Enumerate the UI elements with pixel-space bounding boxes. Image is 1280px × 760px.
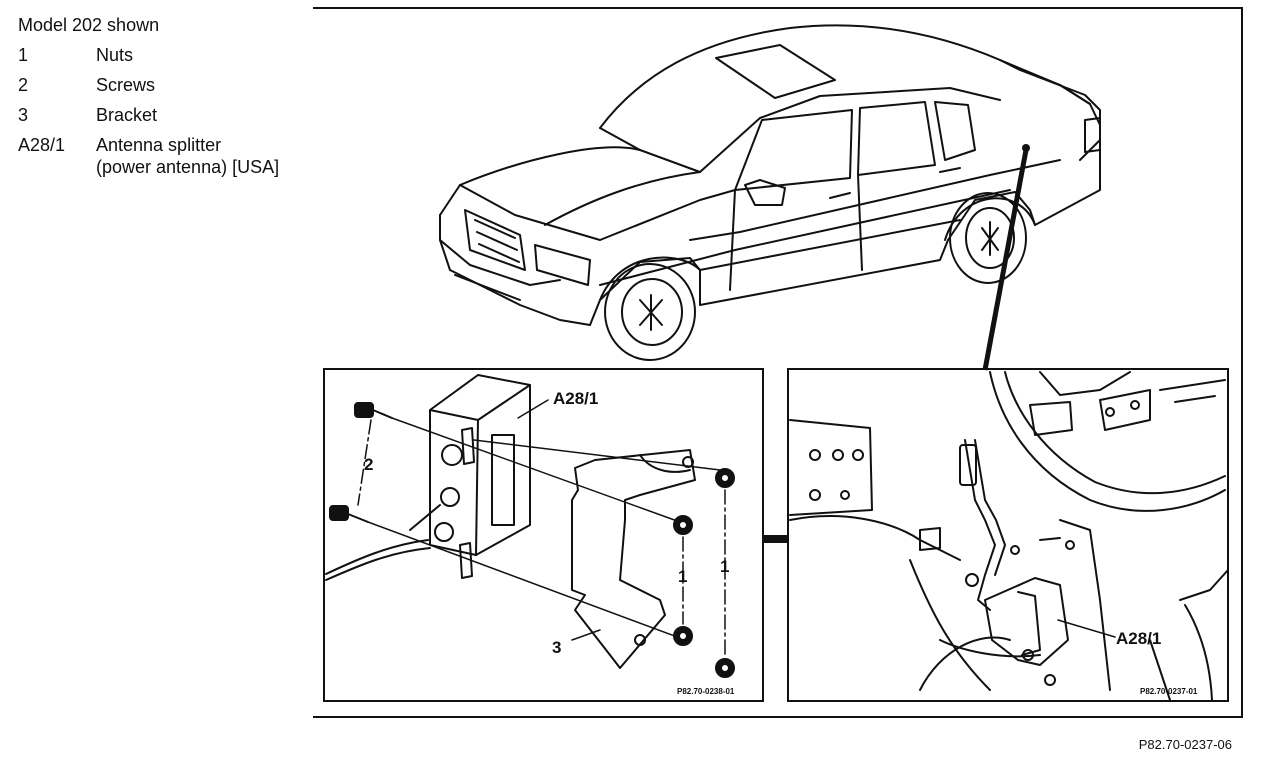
installed-view-drawing [789, 371, 1229, 701]
legend-item: 3 Bracket [18, 104, 308, 126]
splitter-connector [441, 444, 463, 466]
legend-desc: Antenna splitter (power antenna) [USA] [96, 134, 308, 178]
legend-item: 2 Screws [18, 74, 308, 96]
callout-2: 2 [364, 455, 373, 474]
leader-line [982, 149, 1029, 371]
callout-a28-1-installed: A28/1 [1116, 629, 1161, 648]
legend-code: 3 [18, 105, 29, 125]
legend: Model 202 shown 1 Nuts 2 Screws 3 Bracke… [18, 14, 308, 186]
callout-1: 1 [720, 557, 729, 576]
callout-1: 1 [678, 567, 687, 586]
figure-code-left: P82.70-0238-01 [677, 687, 735, 696]
legend-title: Model 202 shown [18, 15, 160, 35]
figure-code-main: P82.70-0237-06 [1138, 737, 1232, 752]
callout-3: 3 [552, 638, 561, 657]
callout-a28-1: A28/1 [553, 389, 598, 408]
legend-desc: Nuts [96, 45, 134, 65]
nut [715, 658, 735, 678]
splitter-label-plate [491, 434, 515, 526]
legend-desc: Bracket [96, 105, 158, 125]
screw [354, 402, 393, 419]
inset-exploded-view [323, 368, 764, 702]
legend-code: 2 [18, 75, 29, 95]
location-leader [982, 144, 1030, 371]
legend-desc-line1: Antenna splitter [96, 135, 222, 155]
car-illustration [439, 24, 1101, 361]
legend-code: 1 [18, 45, 29, 65]
legend-desc-line2: (power antenna) [USA] [96, 157, 280, 177]
diagram-frame [313, 7, 1243, 718]
nut [673, 515, 693, 535]
bracket [571, 449, 696, 669]
splitter-connector [434, 522, 454, 542]
legend-item: A28/1 Antenna splitter (power antenna) [… [18, 134, 308, 178]
screw [329, 505, 369, 523]
nut [715, 468, 735, 488]
legend-desc: Screws [96, 75, 156, 95]
splitter-connector [440, 487, 460, 507]
legend-code: A28/1 [18, 135, 66, 155]
figure-code-right: P82.70-0237-01 [1140, 687, 1198, 696]
antenna-splitter-installed [984, 577, 1069, 666]
legend-item: 1 Nuts [18, 44, 308, 66]
exploded-view-drawing [325, 374, 735, 678]
inset-connector [764, 535, 788, 543]
nut [673, 626, 693, 646]
